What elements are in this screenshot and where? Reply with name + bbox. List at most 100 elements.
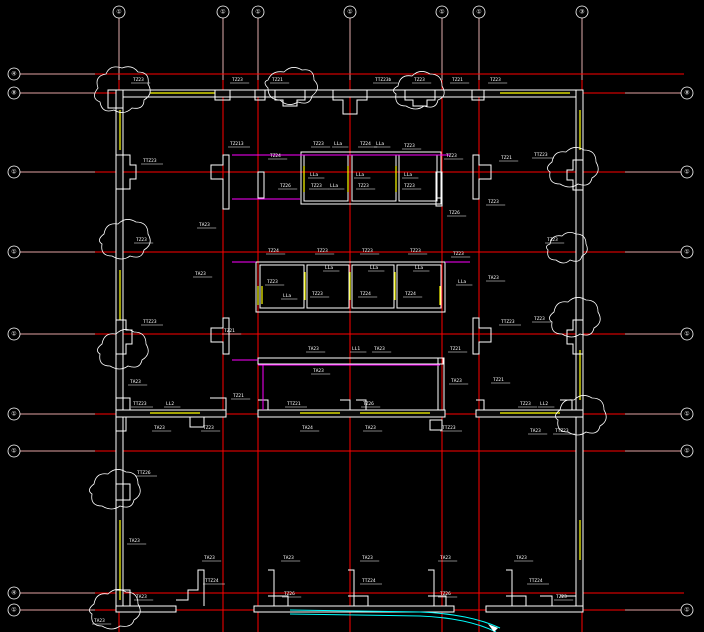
member-tag-text: TZ23 [232, 77, 243, 83]
member-tag: LLa [354, 172, 371, 179]
member-tag: LLa [308, 172, 325, 179]
member-tag-text: TZ26 [280, 183, 291, 189]
member-tag: TTZ23 [499, 319, 521, 326]
member-tag: TZ23 [360, 248, 380, 255]
member-tag: TZ23 [201, 425, 221, 432]
axis-bubble: ① [7, 603, 21, 617]
member-tag-text: TZ23 [490, 77, 501, 83]
member-tag: LLa [368, 265, 385, 272]
axis-bubble: ① [343, 5, 357, 19]
member-tag-text: TA23 [308, 346, 319, 352]
member-tag: TTZ21 [285, 401, 307, 408]
member-tag-text: TA23 [283, 555, 294, 561]
axis-bubble-label: ③ [579, 9, 584, 16]
member-tag-text: TA23 [488, 275, 499, 281]
member-tag-text: TZ24 [360, 141, 371, 147]
axis-bubble-label: ① [684, 331, 689, 338]
member-tag-text: LLa [415, 265, 423, 271]
member-tag-text: TZ23 [446, 153, 457, 159]
member-tag-text: TTZ23 [534, 152, 548, 158]
member-tag-text: TTZ23 [501, 319, 515, 325]
member-tag: TZ26 [438, 591, 458, 598]
member-tag: TZ24 [266, 248, 286, 255]
axis-bubble-label: ① [684, 249, 689, 256]
axis-bubble: ① [7, 407, 21, 421]
member-tag-text: TZ24 [268, 248, 279, 254]
axis-bubble: ③ [575, 5, 589, 19]
member-tag-text: TZ24 [270, 153, 281, 159]
member-tag: LL1 [350, 346, 367, 353]
member-tag-text: LL2 [166, 401, 174, 407]
interior-rooms-middle [255, 261, 446, 313]
axis-bubble: ① [680, 603, 694, 617]
member-tag-text: TA23 [313, 368, 324, 374]
member-tag: TA23 [449, 378, 469, 385]
member-tag: TZ23 [230, 77, 250, 84]
member-tag: TTZ23 [141, 158, 163, 165]
axis-bubble-label: ① [11, 249, 16, 256]
member-tag: TZ23 [311, 141, 331, 148]
axis-bubble-label: ① [684, 411, 689, 418]
member-tag-text: TZ23 [267, 279, 278, 285]
axis-bubble: ① [7, 245, 21, 259]
member-tag-text: TZ23 [404, 143, 415, 149]
axis-bubble-label: ① [116, 9, 121, 16]
member-tag-text: TTZ24 [362, 578, 376, 584]
member-tag-text: TZ26 [284, 591, 295, 597]
member-tag-text: TZ21 [452, 77, 463, 83]
axis-bubble: ① [472, 5, 486, 19]
member-tag-text: TA23 [129, 538, 140, 544]
member-tag: TA23 [197, 222, 217, 229]
member-tag: TA23 [128, 379, 148, 386]
member-tag-text: LLa [458, 279, 466, 285]
member-tag-text: TZ26 [440, 591, 451, 597]
member-tag-text: LLa [334, 141, 342, 147]
member-tag: TZ23 [518, 401, 538, 408]
axis-bubble: ④ [7, 67, 21, 81]
member-tag: LLa [323, 265, 340, 272]
axis-bubble-label: ① [684, 169, 689, 176]
member-tag-text: TZ24 [405, 291, 416, 297]
member-tag: TZ23 [309, 183, 329, 190]
axis-bubble: ① [435, 5, 449, 19]
member-tag-text: TZ23 [414, 77, 425, 83]
member-tag: TZ24 [268, 153, 288, 160]
member-tag: TTZ24 [203, 578, 225, 585]
member-tag-text: TTZ26 [137, 470, 151, 476]
member-tag: TTZ23b [373, 77, 398, 84]
member-tag: TA23 [281, 555, 301, 562]
member-tag-text: TA23 [516, 555, 527, 561]
member-tag: TZ23 [532, 316, 552, 323]
axis-bubble-label: ⑧ [11, 90, 16, 97]
axis-bubble-label: ① [220, 9, 225, 16]
member-tag: LLa [456, 279, 473, 286]
member-tag: TZ23 [134, 237, 154, 244]
member-tag-text: TTZ24 [529, 578, 543, 584]
member-tag: TA23 [514, 555, 534, 562]
axis-bubble: ① [680, 407, 694, 421]
member-tag: TZ23 [265, 279, 285, 286]
member-tag-text: LL1 [352, 346, 360, 352]
member-tag-text: TZ24 [360, 291, 371, 297]
member-tag: TA23 [360, 555, 380, 562]
member-tag-text: TZ23 [133, 77, 144, 83]
member-tag-text: LL2 [540, 401, 548, 407]
member-tag-text: TTZ23 [143, 158, 157, 164]
member-tag-text: TZ23 [313, 141, 324, 147]
member-tag: TZ23 [310, 291, 330, 298]
member-tag: TA23 [372, 346, 392, 353]
member-tag-text: TA23 [136, 594, 147, 600]
member-tag: LLa [402, 172, 419, 179]
member-tag: TA23 [193, 271, 213, 278]
member-tag: TZ23 [554, 594, 574, 601]
member-tag: TA23 [528, 428, 548, 435]
member-tag: TZ26 [282, 591, 302, 598]
member-tag-text: TZ23 [358, 183, 369, 189]
member-tag: TTZ23 [553, 428, 575, 435]
member-tag-text: TTZ23 [143, 319, 157, 325]
member-tag-text: TZ23 [312, 291, 323, 297]
axis-bubble-label: ① [11, 411, 16, 418]
member-tag: TZ23 [408, 248, 428, 255]
axis-bubble: ① [112, 5, 126, 19]
member-tag: LL2 [538, 401, 555, 408]
